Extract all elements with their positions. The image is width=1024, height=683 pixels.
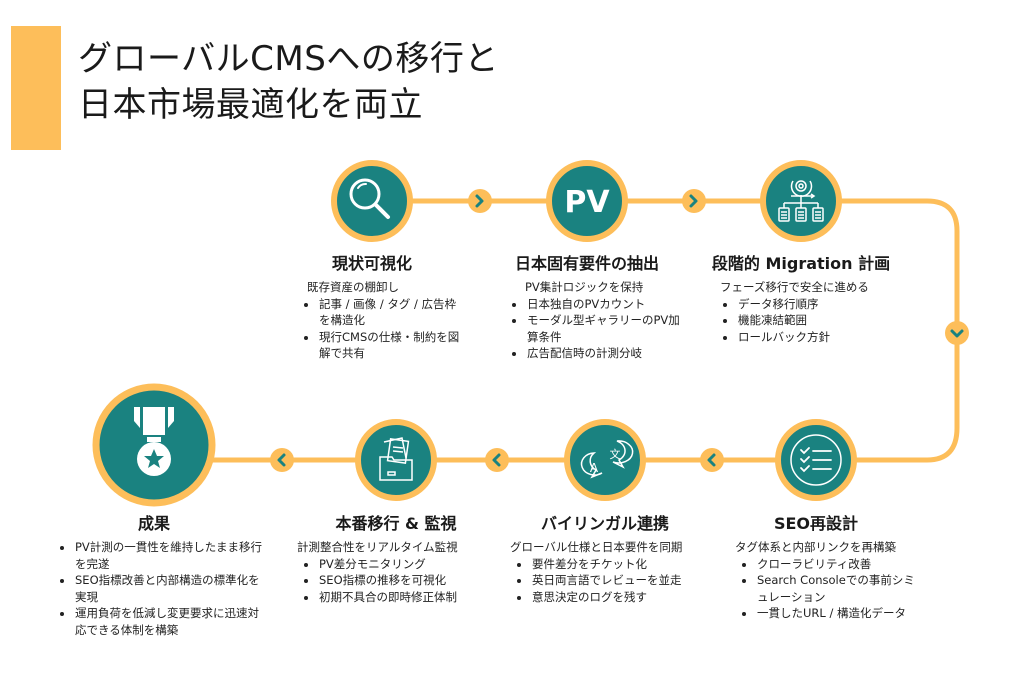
step-5-bullet: 英日両言語でレビューを並走 (517, 572, 710, 589)
step-5-bullet: 要件差分をチケット化 (517, 556, 710, 573)
step-6-bullet: PV差分モニタリング (304, 556, 497, 573)
step-5-title: バイリンガル連携 (540, 514, 670, 533)
page-title-line-2: 日本市場最適化を両立 (78, 85, 423, 125)
step-2-lead: PV集計ロジックを保持 (525, 280, 644, 294)
step-7-title: 成果 (137, 514, 171, 533)
step-1-body: 既存資産の棚卸し 記事 / 画像 / タグ / 広告枠を構造化 現行CMSの仕様… (297, 279, 462, 362)
svg-text:A: A (590, 461, 599, 475)
step-2-bullet: 日本独自のPVカウント (512, 296, 685, 313)
step-4-body: タグ体系と内部リンクを再構築 クローラビリティ改善 Search Console… (735, 539, 925, 622)
step-7-bullets: PV計測の一貫性を維持したまま移行を完遂 SEO指標改善と内部構造の標準化を実現… (53, 539, 268, 638)
connector-6 (270, 448, 294, 472)
chevron-left-icon (707, 453, 716, 467)
step-7-body: PV計測の一貫性を維持したまま移行を完遂 SEO指標改善と内部構造の標準化を実現… (53, 539, 268, 638)
step-2-body: PV集計ロジックを保持 日本独自のPVカウント モーダル型ギャラリーのPV加算条… (505, 279, 685, 362)
step-4-lead: タグ体系と内部リンクを再構築 (735, 540, 896, 554)
step-3-body: フェーズ移行で安全に進める データ移行順序 機能凍結範囲 ロールバック方針 (716, 279, 906, 345)
step-7-bullet: PV計測の一貫性を維持したまま移行を完遂 (60, 539, 268, 572)
step-5-body: グローバル仕様と日本要件を同期 要件差分をチケット化 英日両言語でレビューを並走… (510, 539, 710, 605)
step-2-bullets: 日本独自のPVカウント モーダル型ギャラリーのPV加算条件 広告配信時の計測分岐 (505, 296, 685, 362)
step-3-lead: フェーズ移行で安全に進める (720, 280, 869, 294)
step-4-title: SEO再設計 (773, 514, 859, 533)
step-node-2: PV (546, 160, 628, 242)
title-accent-bar (11, 26, 61, 150)
page-title-line-1: グローバルCMSへの移行と (78, 39, 499, 79)
chevron-right-icon (475, 194, 484, 208)
step-node-6 (355, 419, 437, 501)
step-6-body: 計測整合性をリアルタイム監視 PV差分モニタリング SEO指標の推移を可視化 初… (297, 539, 497, 605)
connector-3 (945, 321, 969, 345)
step-2-bullet: モーダル型ギャラリーのPV加算条件 (512, 312, 685, 345)
folder-documents-icon (379, 437, 413, 481)
chevron-right-icon (689, 194, 698, 208)
magnifier-icon (349, 178, 390, 219)
step-7-bullet: 運用負荷を低減し変更要求に迅速対応できる体制を構築 (60, 605, 268, 638)
connector-1 (468, 189, 492, 213)
step-4-bullet: 一貫したURL / 構造化データ (742, 605, 925, 622)
step-5-bullet: 意思決定のログを残す (517, 589, 710, 606)
step-node-5: A 文 (564, 419, 646, 501)
step-node-7 (92, 383, 216, 507)
step-1-title: 現状可視化 (331, 254, 413, 273)
pv-text-icon: PV (564, 185, 610, 220)
connector-4 (700, 448, 724, 472)
step-node-1 (331, 160, 413, 242)
chevron-left-icon (492, 453, 501, 467)
step-3-bullets: データ移行順序 機能凍結範囲 ロールバック方針 (716, 296, 906, 346)
step-3-bullet: 機能凍結範囲 (723, 312, 906, 329)
medal-icon (134, 407, 174, 476)
step-6-bullet: SEO指標の推移を可視化 (304, 572, 497, 589)
step-5-bullets: 要件差分をチケット化 英日両言語でレビューを並走 意思決定のログを残す (510, 556, 710, 606)
translate-bubbles-icon: A 文 (580, 440, 634, 479)
checklist-icon (790, 434, 842, 486)
step-3-title: 段階的 Migration 計画 (711, 254, 891, 273)
connector-5 (485, 448, 509, 472)
step-3-bullet: ロールバック方針 (723, 329, 906, 346)
connector-2 (682, 189, 706, 213)
step-6-lead: 計測整合性をリアルタイム監視 (297, 540, 458, 554)
step-1-bullets: 記事 / 画像 / タグ / 広告枠を構造化 現行CMSの仕様・制約を図解で共有 (297, 296, 462, 362)
step-6-bullet: 初期不具合の即時修正体制 (304, 589, 497, 606)
step-4-bullet: Search Consoleでの事前シミュレーション (742, 572, 925, 605)
step-6-title: 本番移行 & 監視 (335, 514, 457, 533)
step-4-bullets: クローラビリティ改善 Search Consoleでの事前シミュレーション 一貫… (735, 556, 925, 622)
chevron-left-icon (277, 453, 286, 467)
chevron-down-icon (950, 329, 964, 338)
svg-text:文: 文 (610, 447, 621, 461)
step-node-4 (775, 419, 857, 501)
step-2-title: 日本固有要件の抽出 (514, 254, 660, 273)
step-1-bullet: 記事 / 画像 / タグ / 広告枠を構造化 (304, 296, 462, 329)
step-6-bullets: PV差分モニタリング SEO指標の推移を可視化 初期不具合の即時修正体制 (297, 556, 497, 606)
page-title: グローバルCMSへの移行と 日本市場最適化を両立 (78, 36, 499, 128)
step-1-lead: 既存資産の棚卸し (307, 280, 399, 294)
step-1-bullet: 現行CMSの仕様・制約を図解で共有 (304, 329, 462, 362)
step-7-bullet: SEO指標改善と内部構造の標準化を実現 (60, 572, 268, 605)
step-4-bullet: クローラビリティ改善 (742, 556, 925, 573)
migration-plan-icon (778, 180, 824, 222)
step-5-lead: グローバル仕様と日本要件を同期 (510, 540, 683, 554)
step-3-bullet: データ移行順序 (723, 296, 906, 313)
step-node-3 (760, 160, 842, 242)
step-2-bullet: 広告配信時の計測分岐 (512, 345, 685, 362)
